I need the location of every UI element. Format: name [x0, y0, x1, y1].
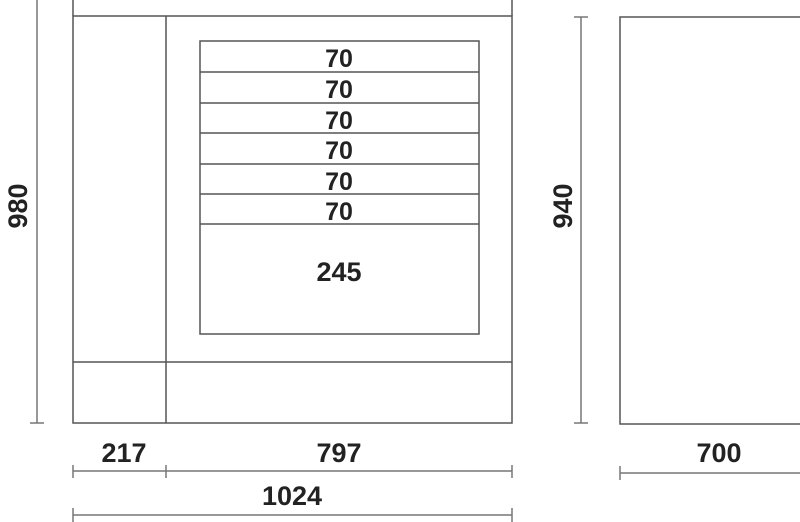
drawer-height-label: 70 [325, 76, 353, 104]
front-outline [72, 15, 513, 424]
height-dimension-front: 980 [3, 0, 44, 424]
bottom-drawer-label: 245 [316, 257, 361, 287]
depth-label: 700 [696, 438, 741, 468]
drawer-unit [199, 40, 480, 335]
width-dimensions: 217 797 1024 [72, 438, 513, 522]
drawer-height-label: 70 [325, 168, 353, 196]
drawer-height-label: 70 [325, 45, 353, 73]
front-height-label: 980 [3, 183, 33, 228]
drawer-height-label: 70 [325, 198, 353, 226]
drawer-height-label: 70 [325, 107, 353, 135]
total-width-label: 1024 [262, 481, 322, 511]
side-height-label: 940 [548, 183, 578, 228]
right-width-label: 797 [316, 438, 361, 468]
side-outline [619, 16, 800, 425]
left-width-label: 217 [101, 438, 146, 468]
side-view: 940 700 [548, 16, 800, 480]
drawer-height-label: 70 [325, 137, 353, 165]
